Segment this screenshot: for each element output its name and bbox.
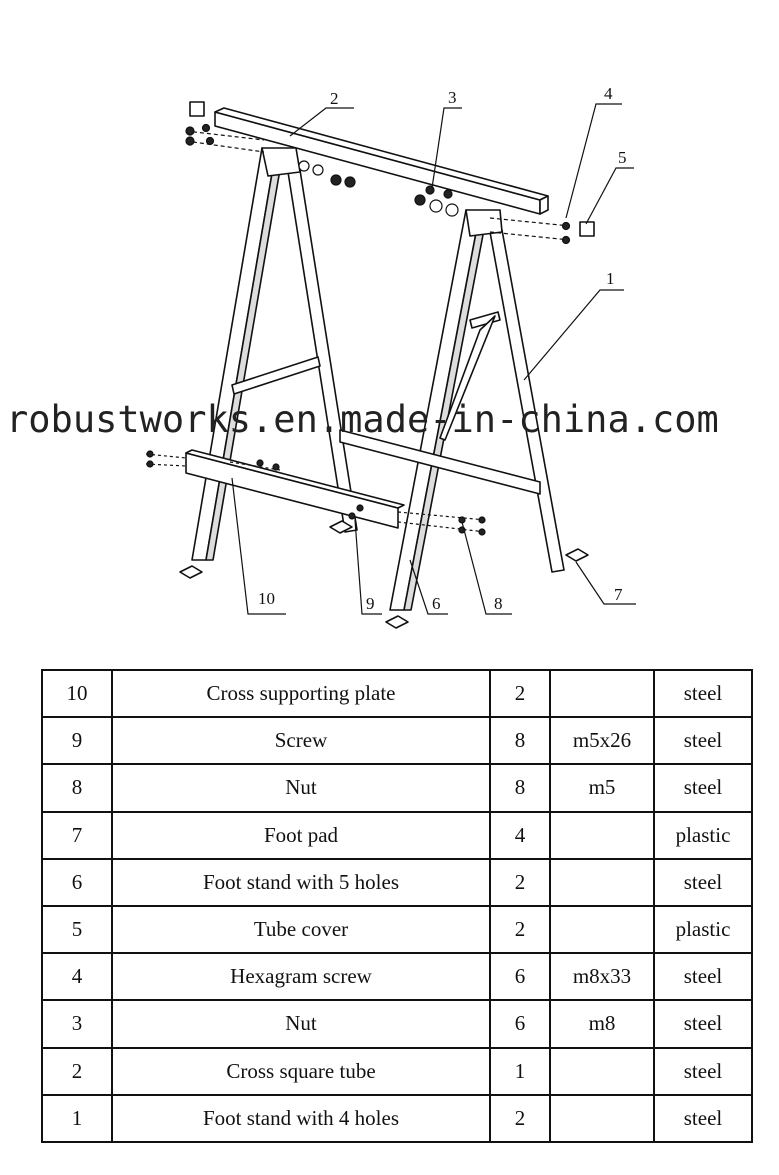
- part-material: steel: [653, 763, 753, 813]
- table-row: 10 Cross supporting plate 2 steel: [41, 668, 753, 719]
- callout-10: 10: [258, 589, 275, 608]
- part-quantity: 6: [489, 952, 551, 1002]
- part-name: Foot stand with 4 holes: [111, 1093, 491, 1144]
- table-row: 7 Foot pad 4 plastic: [41, 810, 753, 860]
- part-number: 5: [41, 904, 113, 955]
- part-quantity: 8: [489, 763, 551, 813]
- part-number: 10: [41, 668, 113, 719]
- part-quantity: 2: [489, 1093, 551, 1144]
- parts-list-table: 10 Cross supporting plate 2 steel 9 Scre…: [41, 668, 753, 1144]
- exploded-view-diagram: 1 2 3 4 5 6 7 8 9 10: [145, 84, 636, 629]
- part-spec: [549, 1093, 655, 1144]
- watermark-text: robustworks.en.made-in-china.com: [6, 398, 719, 441]
- part-number: 3: [41, 999, 113, 1049]
- callout-6: 6: [432, 594, 441, 613]
- part-spec: [549, 668, 655, 719]
- part-number: 6: [41, 857, 113, 907]
- part-material: plastic: [653, 810, 753, 860]
- part-material: steel: [653, 716, 753, 766]
- part-number: 1: [41, 1093, 113, 1144]
- lower-cross-plate: [339, 429, 541, 495]
- part-name: Cross supporting plate: [111, 668, 491, 719]
- part-spec: m5: [549, 763, 655, 813]
- callout-1: 1: [606, 269, 615, 288]
- table-row: 3 Nut 6 m8 steel: [41, 999, 753, 1049]
- part-material: steel: [653, 857, 753, 907]
- part-material: steel: [653, 999, 753, 1049]
- part-quantity: 1: [489, 1046, 551, 1096]
- table-row: 5 Tube cover 2 plastic: [41, 904, 753, 955]
- tube-covers: [189, 101, 595, 237]
- table-row: 4 Hexagram screw 6 m8x33 steel: [41, 952, 753, 1002]
- callout-4: 4: [604, 84, 613, 103]
- part-number: 9: [41, 716, 113, 766]
- part-quantity: 2: [489, 857, 551, 907]
- part-quantity: 8: [489, 716, 551, 766]
- part-name: Tube cover: [111, 904, 491, 955]
- part-material: steel: [653, 1046, 753, 1096]
- part-quantity: 4: [489, 810, 551, 860]
- table-row: 1 Foot stand with 4 holes 2 steel: [41, 1093, 753, 1144]
- part-number: 8: [41, 763, 113, 813]
- part-name: Hexagram screw: [111, 952, 491, 1002]
- callout-5: 5: [618, 148, 627, 167]
- part-number: 4: [41, 952, 113, 1002]
- hardware: [145, 123, 571, 536]
- part-spec: [549, 810, 655, 860]
- cross-square-tube: [214, 107, 549, 215]
- callout-8: 8: [494, 594, 503, 613]
- callout-9: 9: [366, 594, 375, 613]
- part-spec: [549, 904, 655, 955]
- part-name: Cross square tube: [111, 1046, 491, 1096]
- part-name: Foot stand with 5 holes: [111, 857, 491, 907]
- part-name: Screw: [111, 716, 491, 766]
- part-quantity: 6: [489, 999, 551, 1049]
- part-spec: [549, 1046, 655, 1096]
- part-spec: [549, 857, 655, 907]
- callout-3: 3: [448, 88, 457, 107]
- part-quantity: 2: [489, 904, 551, 955]
- part-spec: m8: [549, 999, 655, 1049]
- part-name: Foot pad: [111, 810, 491, 860]
- callout-7: 7: [614, 585, 623, 604]
- leader-lines: [231, 103, 636, 615]
- table-row: 2 Cross square tube 1 steel: [41, 1046, 753, 1096]
- callout-2: 2: [330, 89, 339, 108]
- part-number: 2: [41, 1046, 113, 1096]
- table-row: 9 Screw 8 m5x26 steel: [41, 716, 753, 766]
- part-material: steel: [653, 1093, 753, 1144]
- part-spec: m8x33: [549, 952, 655, 1002]
- part-number: 7: [41, 810, 113, 860]
- part-material: steel: [653, 668, 753, 719]
- cross-supporting-plate: [185, 449, 405, 529]
- part-name: Nut: [111, 763, 491, 813]
- part-quantity: 2: [489, 668, 551, 719]
- part-material: plastic: [653, 904, 753, 955]
- right-foot-stand: [389, 209, 565, 611]
- table-row: 6 Foot stand with 5 holes 2 steel: [41, 857, 753, 907]
- part-material: steel: [653, 952, 753, 1002]
- part-name: Nut: [111, 999, 491, 1049]
- table-row: 8 Nut 8 m5 steel: [41, 763, 753, 813]
- foot-pads: [179, 520, 589, 629]
- part-spec: m5x26: [549, 716, 655, 766]
